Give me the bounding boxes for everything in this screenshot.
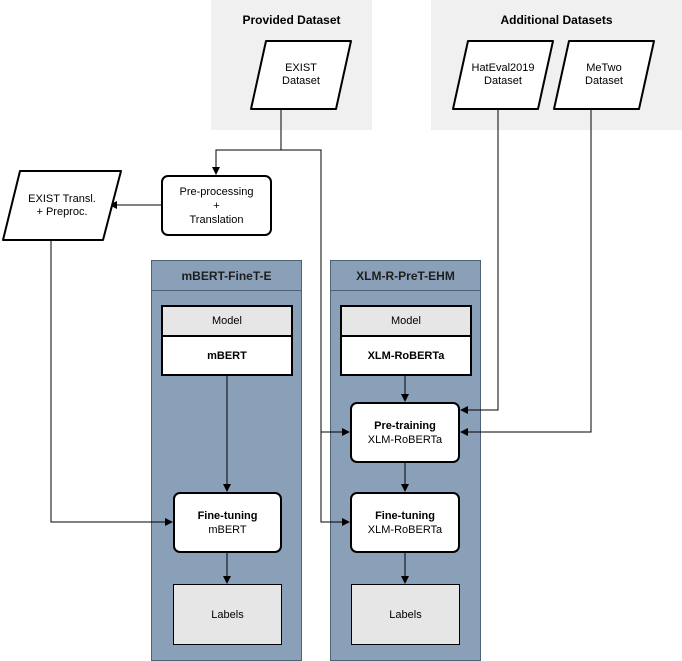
mbert-model-box: Model mBERT (161, 305, 293, 376)
mbert-finetuning-title: Fine-tuning (197, 509, 258, 522)
xlmr-finetuning-title: Fine-tuning (375, 509, 435, 522)
parallelogram-shape (250, 40, 352, 110)
exist-transl-line2: + Preproc. (36, 205, 88, 218)
xlmr-model-box: Model XLM-RoBERTa (340, 305, 472, 376)
metwo-dataset-line1: MeTwo (586, 62, 622, 74)
lane-mbert-title: mBERT-FineT-E (152, 261, 301, 291)
xlmr-finetuning-sub: XLM-RoBERTa (367, 523, 443, 536)
parallelogram-shape (452, 40, 554, 110)
exist-dataset-line2: Dataset (282, 75, 320, 87)
exist-dataset-node: EXIST Dataset (250, 40, 352, 110)
mbert-model-name: mBERT (207, 350, 247, 362)
preprocessing-line3: Translation (189, 213, 244, 226)
additional-datasets-title: Additional Datasets (500, 13, 613, 27)
xlmr-labels-node: Labels (351, 584, 460, 645)
metwo-dataset-node: MeTwo Dataset (553, 40, 655, 110)
metwo-dataset-line2: Dataset (585, 75, 623, 87)
xlmr-finetuning-node: Fine-tuning XLM-RoBERTa (350, 492, 460, 553)
parallelogram-shape (2, 170, 122, 241)
metwo-dataset-label: MeTwo Dataset (585, 62, 623, 88)
preprocessing-line2: + (213, 199, 220, 212)
hateval-dataset-node: HatEval2019 Dataset (452, 40, 554, 110)
exist-transl-line1: EXIST Transl. (28, 192, 96, 205)
xlmr-pretraining-title: Pre-training (374, 419, 436, 432)
xlmr-pretraining-sub: XLM-RoBERTa (367, 433, 443, 446)
edge-exist-to-preprocessing (212, 108, 282, 175)
hateval-dataset-label: HatEval2019 Dataset (472, 62, 535, 88)
preprocessing-node: Pre-processing + Translation (161, 175, 272, 236)
edge-transl-to-mbert-finetuning (50, 240, 173, 526)
xlmr-model-head: Model (342, 307, 470, 337)
exist-transl-node: EXIST Transl. + Preproc. (2, 170, 122, 241)
exist-transl-label: EXIST Transl. + Preproc. (28, 193, 96, 219)
hateval-dataset-line1: HatEval2019 (471, 62, 535, 74)
hateval-dataset-line2: Dataset (484, 75, 522, 87)
lane-xlmr-title: XLM-R-PreT-EHM (331, 261, 480, 291)
edge-metwo-to-pretraining (460, 108, 592, 436)
edge-exist-to-xlmr (281, 149, 350, 526)
edge-hateval-to-pretraining (460, 108, 499, 414)
xlmr-model-name: XLM-RoBERTa (367, 350, 445, 362)
mbert-finetuning-node: Fine-tuning mBERT (173, 492, 282, 553)
preprocessing-line1: Pre-processing (179, 185, 254, 198)
mbert-model-head: Model (163, 307, 291, 337)
exist-dataset-line1: EXIST (285, 62, 317, 74)
mbert-finetuning-sub: mBERT (208, 523, 247, 536)
parallelogram-shape (553, 40, 655, 110)
provided-dataset-title: Provided Dataset (242, 13, 341, 27)
xlmr-pretraining-node: Pre-training XLM-RoBERTa (350, 402, 460, 463)
mbert-labels-node: Labels (173, 584, 282, 645)
exist-dataset-label: EXIST Dataset (282, 62, 320, 88)
